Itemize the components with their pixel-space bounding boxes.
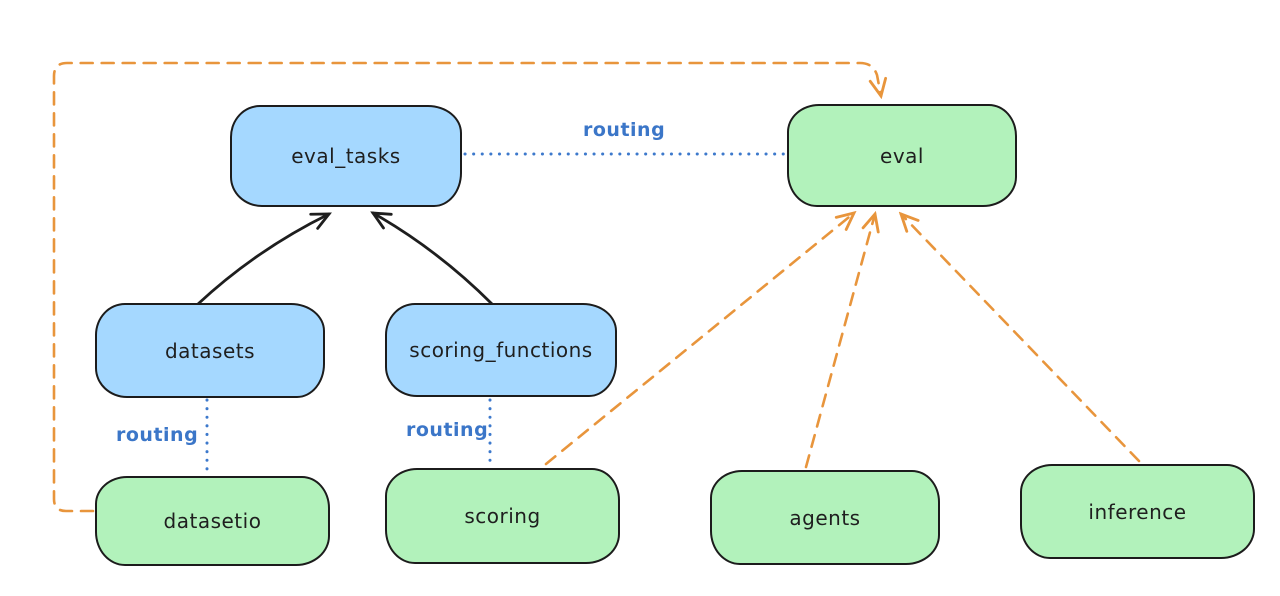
edge-label-routing-scoring-functions-scoring: routing	[406, 419, 489, 441]
node-inference-label: inference	[1088, 499, 1187, 524]
node-scoring-functions-label: scoring_functions	[409, 338, 593, 362]
node-eval: eval	[787, 104, 1017, 207]
node-agents-label: agents	[789, 505, 861, 530]
node-datasetio: datasetio	[95, 476, 330, 566]
node-agents: agents	[710, 470, 940, 565]
edge-scoring-to-eval	[544, 213, 854, 466]
edge-datasets-to-eval-tasks	[196, 214, 329, 306]
node-eval-label: eval	[880, 143, 924, 168]
node-scoring-functions: scoring_functions	[385, 303, 617, 397]
node-scoring: scoring	[385, 468, 620, 564]
node-datasets: datasets	[95, 303, 325, 398]
node-datasetio-label: datasetio	[163, 509, 262, 533]
edge-label-routing-datasets-datasetio: routing	[116, 424, 199, 446]
node-datasets-label: datasets	[164, 338, 256, 363]
node-inference: inference	[1020, 464, 1255, 559]
node-eval-tasks: eval_tasks	[230, 105, 462, 207]
node-scoring-label: scoring	[464, 504, 541, 528]
edge-scoring-functions-to-eval-tasks	[373, 213, 494, 306]
edge-agents-to-eval	[804, 214, 875, 469]
node-eval-tasks-label: eval_tasks	[291, 144, 401, 168]
edge-inference-to-eval	[901, 214, 1141, 463]
edge-label-routing-eval-tasks-eval: routing	[583, 119, 666, 141]
